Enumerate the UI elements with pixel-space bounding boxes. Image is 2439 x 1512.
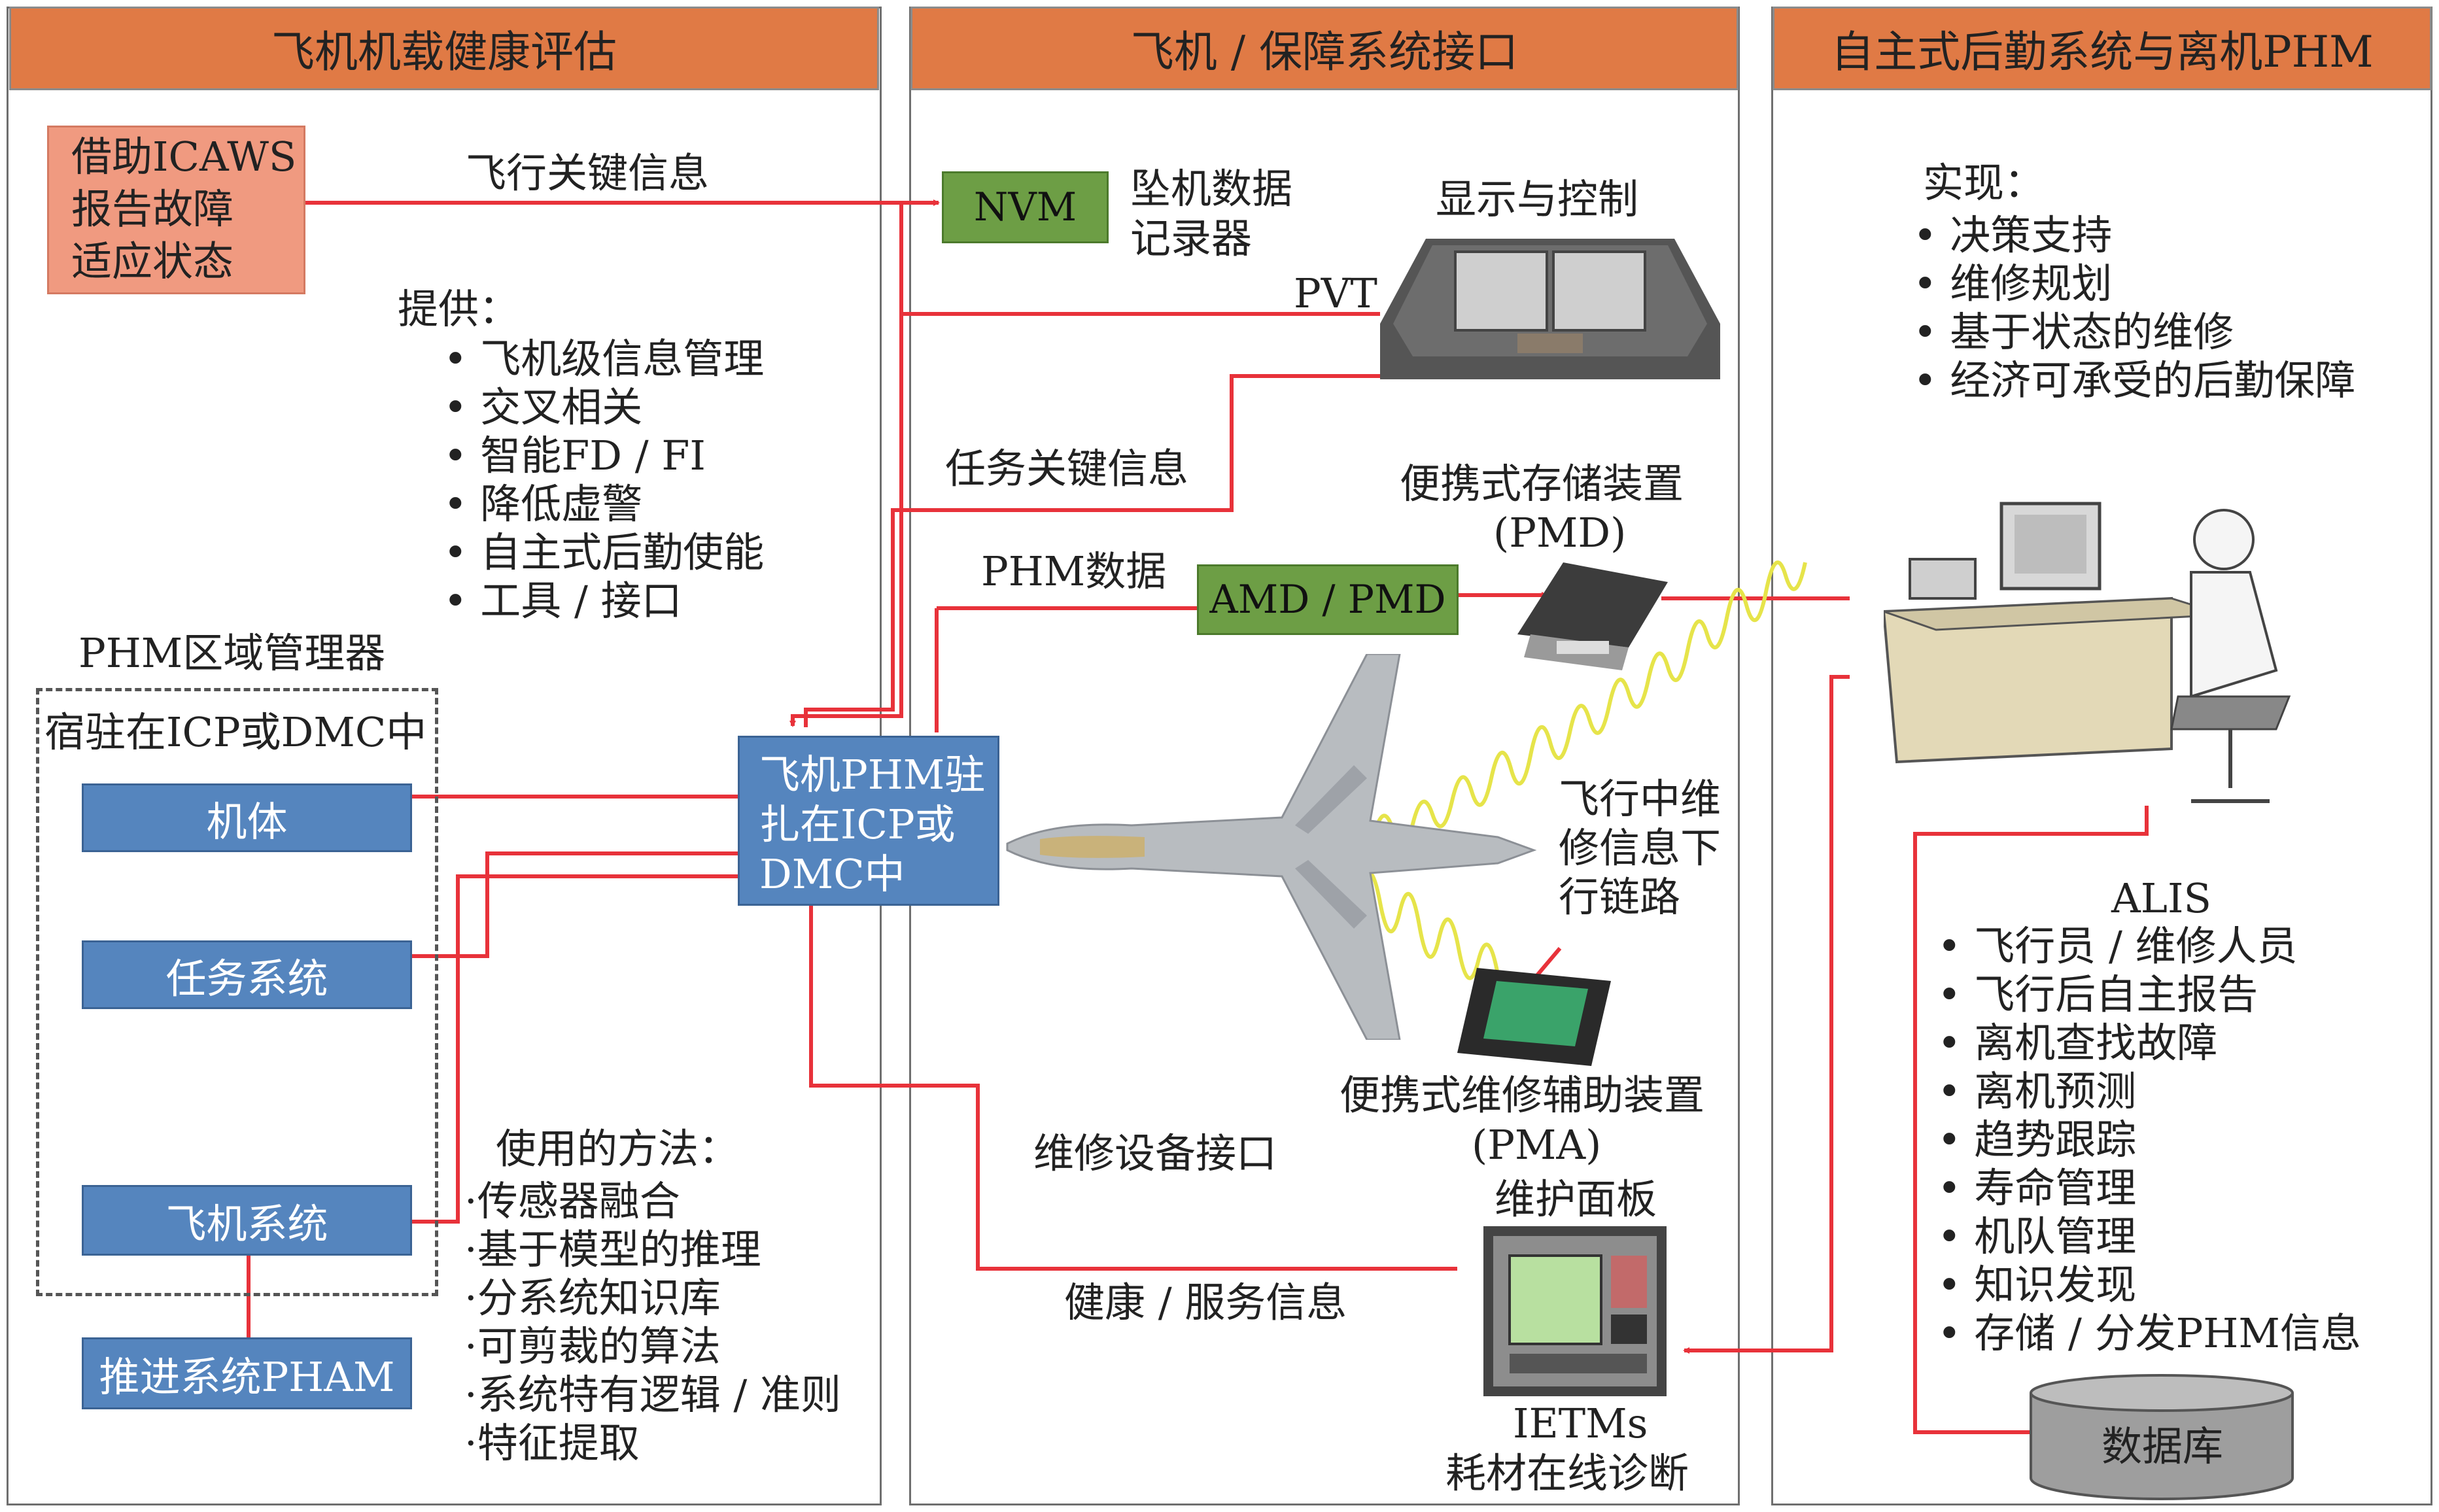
crash-recorder-line-2: 记录器 [1130, 215, 1253, 262]
provide-item: 降低虚警 [443, 480, 764, 528]
mission-key-info-label: 任务关键信息 [945, 445, 1189, 492]
alis-title: ALIS [2111, 874, 2211, 922]
method-item: 基于模型的推理 [464, 1226, 841, 1274]
method-item: 特征提取 [464, 1419, 841, 1468]
ietms-line-1: IETMs [1513, 1400, 1648, 1447]
realize-item: 基于状态的维修 [1913, 308, 2355, 356]
phm-line-2: 扎在ICP或 [759, 800, 956, 848]
method-item: 传感器融合 [464, 1177, 841, 1226]
methods-list: 传感器融合 基于模型的推理 分系统知识库 可剪裁的算法 系统特有逻辑 / 准则 … [464, 1177, 841, 1468]
icaws-line-3: 适应状态 [71, 237, 234, 285]
downlink-line-2: 修信息下 [1559, 824, 1721, 872]
portable-storage-line-1: 便携式存储装置 [1400, 460, 1684, 507]
realize-list: 决策支持 维修规划 基于状态的维修 经济可承受的后勤保障 [1913, 211, 2355, 405]
middle-header: 飞机 / 保障系统接口 [910, 7, 1738, 90]
health-service-label: 健康 / 服务信息 [1064, 1279, 1347, 1326]
pvt-label: PVT [1294, 269, 1377, 317]
realize-item: 经济可承受的后勤保障 [1913, 356, 2355, 405]
region-manager-title: PHM区域管理器 [78, 629, 386, 677]
alis-item: 寿命管理 [1937, 1164, 2361, 1212]
maint-interface-label: 维修设备接口 [1033, 1129, 1277, 1177]
method-item: 分系统知识库 [464, 1274, 841, 1322]
provide-item: 交叉相关 [443, 383, 764, 432]
alis-item: 存储 / 分发PHM信息 [1937, 1309, 2361, 1358]
realize-label: 实现： [1923, 159, 2045, 207]
method-item: 系统特有逻辑 / 准则 [464, 1371, 841, 1419]
alis-list: 飞行员 / 维修人员 飞行后自主报告 离机查找故障 离机预测 趋势跟踪 寿命管理… [1937, 922, 2361, 1358]
database-label: 数据库 [2102, 1422, 2224, 1470]
icaws-line-1: 借助ICAWS [71, 133, 297, 180]
right-header: 自主式后勤系统与离机PHM [1773, 7, 2432, 90]
alis-item: 离机预测 [1937, 1067, 2361, 1116]
pmd-device-image [1517, 562, 1668, 677]
phm-data-label: PHM数据 [981, 547, 1167, 595]
realize-item: 维修规划 [1913, 260, 2355, 308]
alis-item: 趋势跟踪 [1937, 1116, 2361, 1164]
downlink-line-3: 行链路 [1559, 873, 1681, 921]
mission-system-box: 任务系统 [82, 940, 412, 1009]
provide-list: 飞机级信息管理 交叉相关 智能FD / FI 降低虚警 自主式后勤使能 工具 /… [443, 335, 764, 625]
provide-item: 自主式后勤使能 [443, 528, 764, 577]
pma-line-2: (PMA) [1472, 1121, 1602, 1169]
method-item: 可剪裁的算法 [464, 1322, 841, 1371]
amd-pmd-box: AMD / PMD [1197, 564, 1459, 635]
provide-item: 智能FD / FI [443, 432, 764, 480]
display-control-label: 显示与控制 [1436, 175, 1639, 223]
alis-item: 飞行后自主报告 [1937, 971, 2361, 1019]
icaws-box: 借助ICAWS 报告故障 适应状态 [47, 126, 305, 294]
phm-line-1: 飞机PHM驻 [759, 751, 986, 799]
ground-workstation-image [1882, 500, 2302, 808]
f35-aircraft-image [1001, 653, 1537, 1041]
propulsion-box: 推进系统PHAM [82, 1337, 412, 1409]
left-header: 飞机机载健康评估 [9, 7, 879, 90]
portable-storage-line-2: (PMD) [1493, 509, 1627, 557]
airframe-box: 机体 [82, 783, 412, 852]
realize-item: 决策支持 [1913, 211, 2355, 260]
maint-panel-label: 维护面板 [1495, 1175, 1657, 1223]
ietms-line-2: 耗材在线诊断 [1445, 1449, 1689, 1497]
alis-item: 离机查找故障 [1937, 1019, 2361, 1067]
pma-device-image [1457, 968, 1611, 1066]
provide-label: 提供： [398, 285, 520, 333]
downlink-line-1: 飞行中维 [1559, 775, 1721, 823]
cockpit-display-image [1380, 226, 1720, 379]
flight-key-info-label: 飞行关键信息 [466, 149, 710, 197]
alis-item: 机队管理 [1937, 1212, 2361, 1261]
pma-line-1: 便携式维修辅助装置 [1340, 1071, 1705, 1119]
crash-recorder-line-1: 坠机数据 [1130, 165, 1293, 213]
maintenance-panel-image [1483, 1226, 1667, 1396]
provide-item: 飞机级信息管理 [443, 335, 764, 383]
region-manager-sub: 宿驻在ICP或DMC中 [44, 708, 427, 756]
aircraft-system-box: 飞机系统 [82, 1185, 412, 1256]
alis-item: 知识发现 [1937, 1261, 2361, 1309]
nvm-box: NVM [942, 171, 1109, 243]
region-manager-box [36, 688, 438, 1296]
aircraft-phm-box: 飞机PHM驻 扎在ICP或 DMC中 [738, 736, 999, 906]
methods-label: 使用的方法： [496, 1125, 740, 1173]
phm-line-3: DMC中 [759, 850, 905, 898]
alis-item: 飞行员 / 维修人员 [1937, 922, 2361, 971]
provide-item: 工具 / 接口 [443, 577, 764, 625]
database-cylinder [2028, 1373, 2296, 1501]
icaws-line-2: 报告故障 [71, 185, 234, 233]
